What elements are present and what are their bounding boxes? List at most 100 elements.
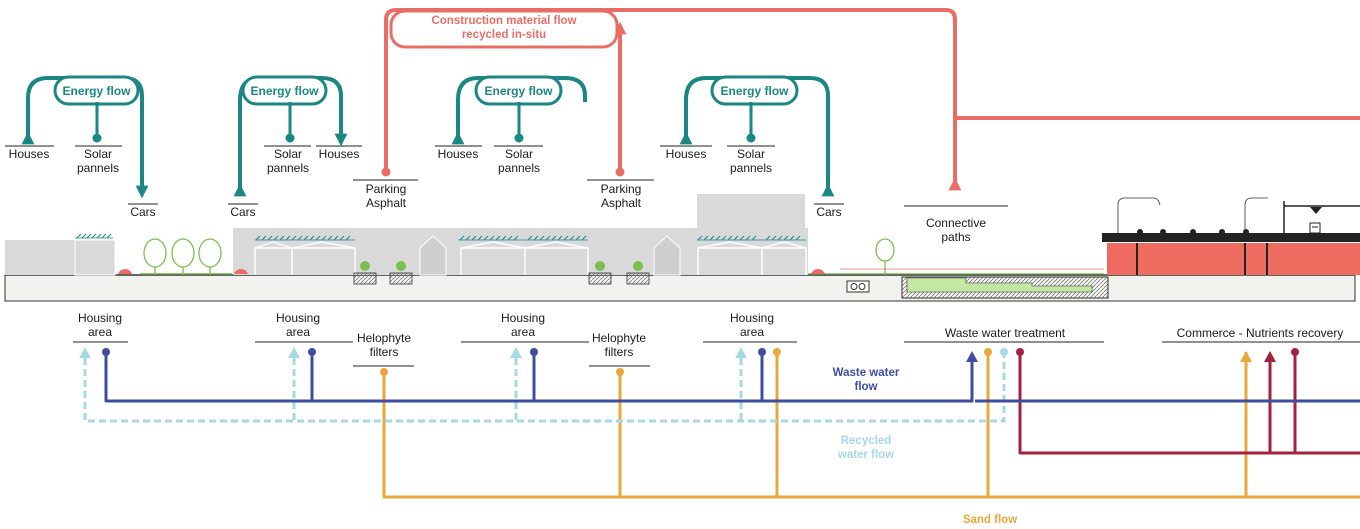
water-treatment-pond (840, 268, 1109, 299)
solar-label: Solar pannels (725, 147, 777, 175)
helophyte-planters (353, 261, 650, 285)
cars (118, 269, 825, 274)
tree (875, 238, 895, 262)
connective-line2: paths (941, 230, 971, 244)
connective-paths-label: Connective paths (904, 216, 1008, 244)
building-block (697, 194, 805, 244)
energy-pill-2 (241, 75, 328, 106)
recycled-water-line2: water flow (837, 449, 895, 461)
trees (143, 238, 895, 275)
planter (389, 272, 413, 285)
car-shape (811, 269, 825, 274)
energy-flows (21, 75, 835, 199)
housing-line1: Housing (729, 311, 775, 325)
solar-label: Solar pannels (493, 147, 545, 175)
planter (353, 272, 377, 285)
ground-strip (4, 274, 1356, 302)
helophyte-line1: Helophyte (356, 331, 412, 345)
construction-flow-label: Construction material flow recycled in-s… (391, 14, 617, 42)
helophyte-line2: filters (604, 345, 634, 359)
planter (626, 272, 650, 285)
waste-water-treatment-label: Waste water treatment (944, 326, 1066, 340)
commerce-label: Commerce - Nutrients recovery (1176, 326, 1344, 340)
housing-line2: area (87, 325, 113, 339)
recycled-water-line1: Recycled (840, 435, 892, 447)
sand-flow (380, 348, 1360, 499)
sand-flow-label: Sand flow (962, 514, 1018, 526)
housing-line2: area (739, 325, 765, 339)
solar-line1: Solar (83, 147, 112, 161)
parking-line2: Asphalt (600, 196, 642, 210)
pipe-box (846, 280, 870, 293)
cars-label: Cars (130, 205, 156, 219)
energy-flow-label: Energy flow (62, 84, 131, 98)
waste-water-ends (102, 348, 978, 362)
cars-label: Cars (230, 205, 256, 219)
houses-label: Houses (8, 147, 50, 161)
housing-line1: Housing (275, 311, 321, 325)
bottom-underlines (73, 341, 1360, 367)
helophyte-label: Helophyte filters (351, 331, 417, 359)
solar-line1: Solar (273, 147, 302, 161)
solar-line2: pannels (497, 161, 541, 175)
housing-area-label: Housing area (722, 311, 782, 339)
planter (588, 272, 612, 285)
housing-line2: area (510, 325, 536, 339)
solar-label: Solar pannels (262, 147, 314, 175)
energy-pill-4 (710, 75, 799, 106)
solar-line2: pannels (76, 161, 120, 175)
recycled-water-arrows (79, 347, 1008, 358)
housing-line2: area (285, 325, 311, 339)
construction-flow-line1: Construction material flow (431, 15, 577, 27)
car-shape (118, 269, 132, 274)
solar-line2: pannels (729, 161, 773, 175)
cars-label: Cars (816, 205, 842, 219)
houses-label: Houses (318, 147, 360, 161)
construction-flow (381, 8, 1360, 191)
recycled-water-flow (83, 353, 1006, 423)
tree (143, 238, 167, 268)
car-shape (234, 269, 248, 274)
housing-line1: Housing (77, 311, 123, 325)
housing-area-label: Housing area (268, 311, 328, 339)
solar-line1: Solar (504, 147, 533, 161)
house-shape (653, 235, 681, 276)
ground-section (4, 273, 1356, 302)
waste-water-flow-label: Waste water flow (820, 366, 912, 394)
energy-flow-label: Energy flow (484, 84, 553, 98)
parking-label: Parking Asphalt (587, 182, 655, 210)
construction-flow-line2: recycled in-situ (461, 29, 547, 41)
building-block (74, 239, 116, 276)
house-shape (419, 235, 447, 276)
helophyte-line2: filters (369, 345, 399, 359)
recycled-water-flow-label: Recycled water flow (820, 434, 912, 462)
houses-label: Houses (437, 147, 479, 161)
housing-area-label: Housing area (493, 311, 553, 339)
energy-flow-label: Energy flow (720, 84, 789, 98)
houses-label: Houses (665, 147, 707, 161)
construction-pill (389, 9, 619, 49)
helophyte-line1: Helophyte (591, 331, 647, 345)
parking-line2: Asphalt (365, 196, 407, 210)
connective-line1: Connective (925, 216, 987, 230)
solar-line2: pannels (266, 161, 310, 175)
tree (198, 238, 222, 268)
housing-line1: Housing (500, 311, 546, 325)
buildings (5, 194, 808, 276)
helophyte-label: Helophyte filters (586, 331, 652, 359)
solar-label: Solar pannels (72, 147, 124, 175)
parking-line1: Parking (365, 182, 407, 196)
waste-water-line2: flow (854, 381, 878, 393)
top-underlines (5, 145, 1008, 207)
energy-flow-label: Energy flow (250, 84, 319, 98)
commerce-block (1102, 197, 1360, 275)
parking-line1: Parking (600, 182, 642, 196)
solar-line1: Solar (736, 147, 765, 161)
housing-area-label: Housing area (70, 311, 130, 339)
waste-water-flow (104, 352, 1360, 403)
parking-label: Parking Asphalt (353, 182, 419, 210)
tree (171, 238, 195, 268)
building-block (5, 240, 75, 275)
